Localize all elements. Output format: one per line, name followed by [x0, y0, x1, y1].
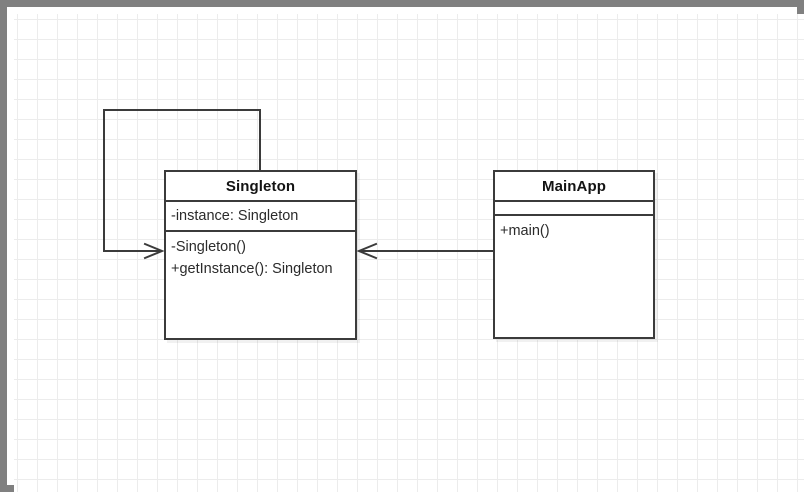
open-arrowhead-icon — [356, 242, 378, 260]
class-attributes-singleton: -instance: Singleton — [166, 202, 355, 232]
class-operations-mainapp: +main() — [495, 216, 653, 337]
relationship-mainapp-uses-singleton[interactable] — [356, 242, 493, 260]
uml-class-mainapp[interactable]: MainApp +main() — [493, 170, 655, 339]
attribute-item: -instance: Singleton — [171, 208, 299, 224]
grid-background — [14, 14, 804, 492]
uml-class-singleton[interactable]: Singleton -instance: Singleton -Singleto… — [164, 170, 357, 340]
class-operations-singleton: -Singleton() +getInstance(): Singleton — [166, 232, 355, 336]
operation-item: +main() — [500, 223, 550, 239]
class-name-singleton: Singleton — [166, 172, 355, 202]
operation-item: -Singleton() — [171, 239, 246, 255]
operation-item: +getInstance(): Singleton — [171, 261, 333, 277]
class-name-mainapp: MainApp — [495, 172, 653, 202]
class-attributes-mainapp — [495, 202, 653, 216]
open-arrowhead-icon — [143, 242, 165, 260]
